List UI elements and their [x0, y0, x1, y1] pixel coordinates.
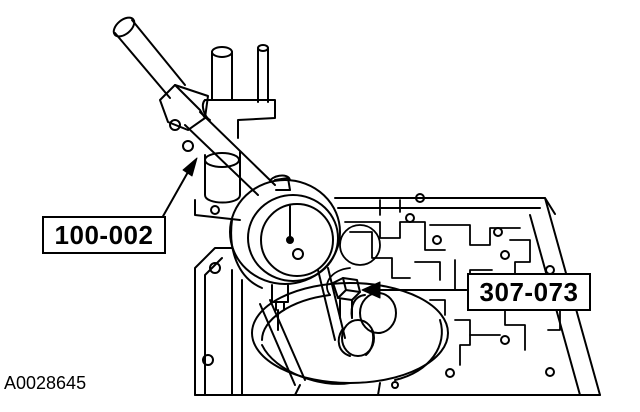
leader-100-002: [161, 171, 189, 219]
callout-label-307-073: 307-073: [467, 273, 591, 311]
figure-id-label: A0028645: [4, 373, 87, 393]
callout-label-100-002: 100-002: [42, 216, 166, 254]
servo-bore-opening: [251, 282, 449, 396]
arrowhead-307-073: [361, 281, 381, 299]
arrowhead-100-002: [182, 157, 198, 177]
dial-indicator-holder: [112, 16, 276, 221]
